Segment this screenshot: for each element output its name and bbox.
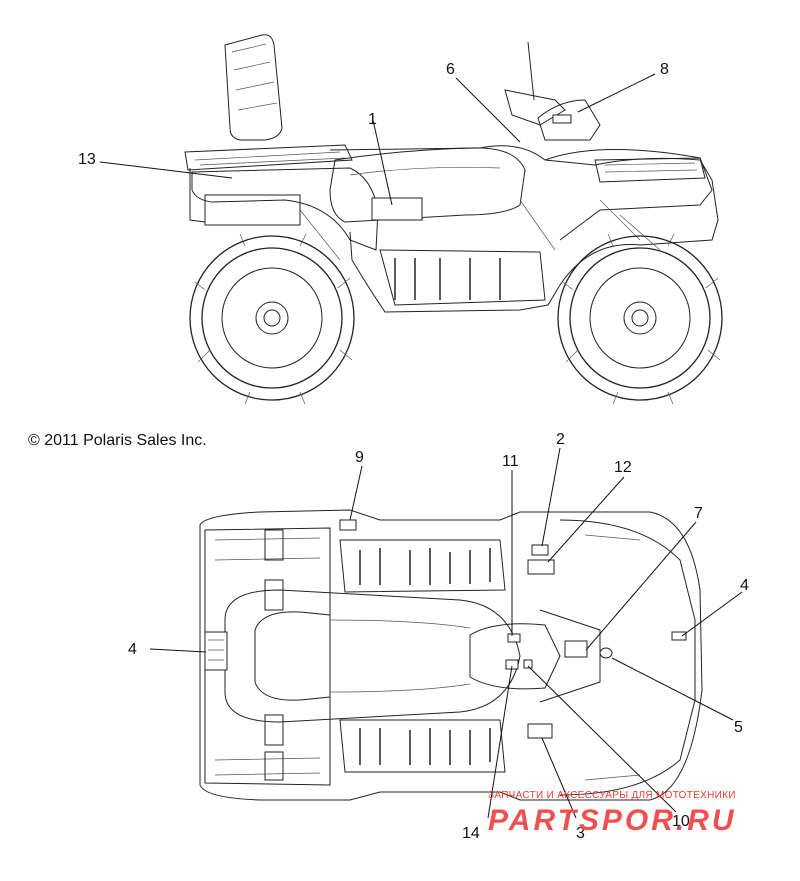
decal-4-front <box>671 631 687 641</box>
callout-10: 10 <box>672 813 690 830</box>
callout-labels: 1 6 8 13 9 11 2 12 7 4 4 5 14 3 10 <box>78 61 749 842</box>
callout-14: 14 <box>462 825 480 842</box>
decal-5 <box>599 647 613 659</box>
callout-8: 8 <box>660 61 669 78</box>
rear-wheel <box>189 233 355 405</box>
callout-3: 3 <box>576 825 585 842</box>
copyright-text: © 2011 Polaris Sales Inc. <box>28 432 207 449</box>
callout-12: 12 <box>614 459 632 476</box>
callout-4-rear: 4 <box>128 641 137 658</box>
callout-5: 5 <box>734 719 743 736</box>
decal-12 <box>527 559 555 575</box>
callout-11: 11 <box>502 453 519 470</box>
decal-11 <box>507 633 521 643</box>
watermark: ЗАПЧАСТИ И АКСЕССУАРЫ ДЛЯ МОТОТЕХНИКИ PA… <box>488 790 737 837</box>
decal-8 <box>552 114 572 124</box>
watermark-brand: PARTSPOR.RU <box>488 804 737 837</box>
decal-3 <box>527 723 553 739</box>
decal-7 <box>564 640 588 658</box>
decal-4-rear <box>204 631 228 671</box>
decal-9 <box>339 519 357 531</box>
callout-13: 13 <box>78 151 96 168</box>
decal-2 <box>531 544 549 556</box>
callout-7: 7 <box>694 505 703 522</box>
atv-top-view <box>149 447 743 819</box>
atv-side-view <box>99 34 723 405</box>
callout-2: 2 <box>556 431 565 448</box>
decal-10 <box>523 659 533 669</box>
watermark-tagline: ЗАПЧАСТИ И АКСЕССУАРЫ ДЛЯ МОТОТЕХНИКИ <box>488 790 736 801</box>
callout-1: 1 <box>368 111 377 128</box>
callout-6: 6 <box>446 61 455 78</box>
callout-9: 9 <box>355 449 364 466</box>
decal-1 <box>371 197 423 221</box>
callout-4-front: 4 <box>740 577 749 594</box>
front-wheel <box>557 233 723 405</box>
